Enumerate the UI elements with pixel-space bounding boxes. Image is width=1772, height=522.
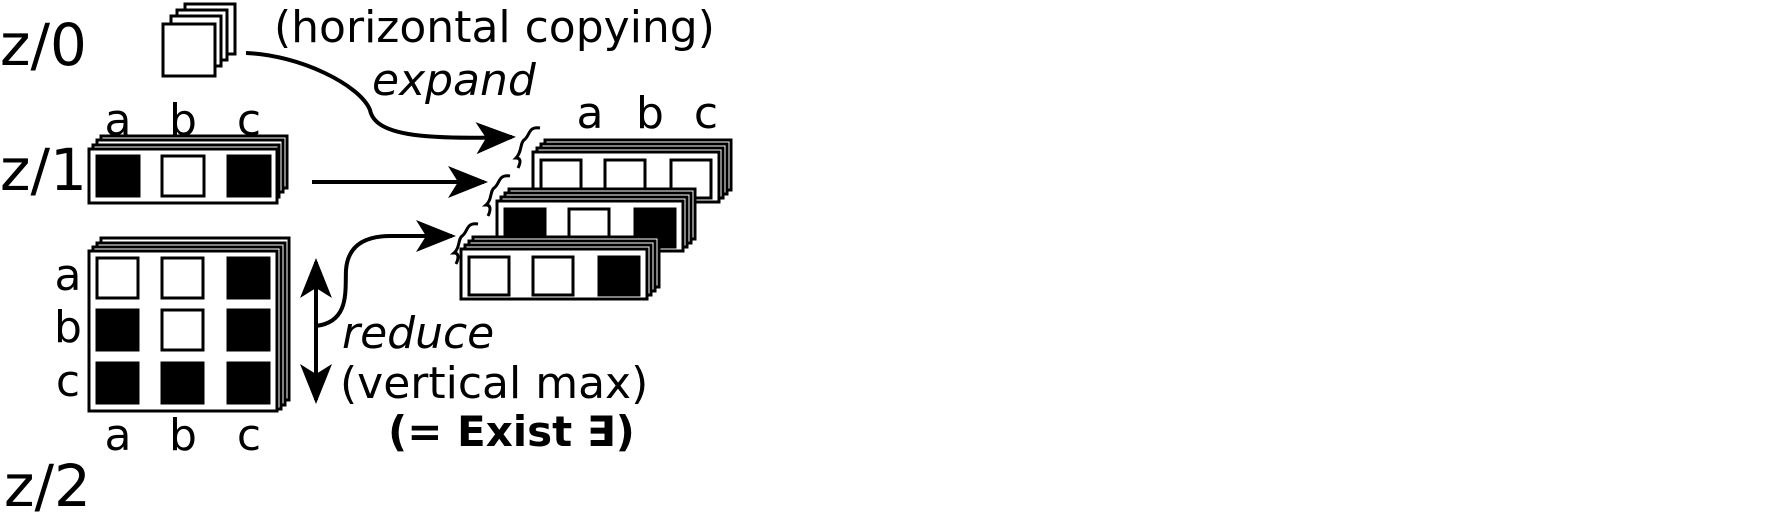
result-column-label: a: [577, 88, 604, 139]
z2-cell: [226, 361, 271, 405]
z1-cell: [160, 154, 206, 198]
result-stack: [459, 235, 661, 301]
expand-arrow: [245, 51, 516, 155]
exist-label: (= Exist ∃): [388, 407, 635, 456]
result-column-label: c: [694, 88, 718, 139]
z2-row-label: c: [56, 356, 80, 407]
z2-row-labels: abc: [54, 250, 82, 407]
z2-cell: [95, 308, 140, 352]
z1-cell: [226, 154, 272, 198]
z2-cell: [160, 256, 205, 300]
horizontal-copying-label: (horizontal copying): [274, 2, 715, 53]
z2-column-label: a: [105, 410, 132, 461]
z2-cell: [160, 308, 205, 352]
level-label-z2: z/2: [4, 452, 91, 520]
z1-column-label: b: [169, 95, 197, 146]
z2-column-label: c: [237, 410, 261, 461]
expand-label: expand: [372, 55, 537, 106]
z2-row-label: a: [55, 250, 82, 301]
brace-connectors: [449, 126, 541, 265]
result-stacks: [459, 138, 733, 301]
reduce-label: reduce: [342, 308, 494, 359]
z2-cells: [95, 256, 271, 405]
z2-cell: [95, 361, 140, 405]
result-cell: [467, 255, 511, 297]
z2-cell: [95, 256, 140, 300]
reduce-to-stack-arrow: [315, 220, 456, 328]
z2-column-label: b: [169, 410, 197, 461]
z2-cell: [160, 361, 205, 405]
z2-cell: [226, 256, 271, 300]
z0-stack: [161, 2, 237, 78]
result-column-label: b: [636, 88, 664, 139]
vertical-max-label: (vertical max): [340, 358, 648, 409]
result-cell: [597, 255, 641, 297]
z1-cells: [95, 154, 272, 198]
z2-row-label: b: [54, 302, 82, 353]
z1-cell: [95, 154, 141, 198]
z1-column-label: a: [105, 95, 132, 146]
z1-column-label: c: [237, 95, 261, 146]
result-cell: [531, 255, 575, 297]
level-label-z0: z/0: [0, 11, 87, 79]
z2-cell: [226, 308, 271, 352]
level-label-z1: z/1: [0, 136, 87, 204]
